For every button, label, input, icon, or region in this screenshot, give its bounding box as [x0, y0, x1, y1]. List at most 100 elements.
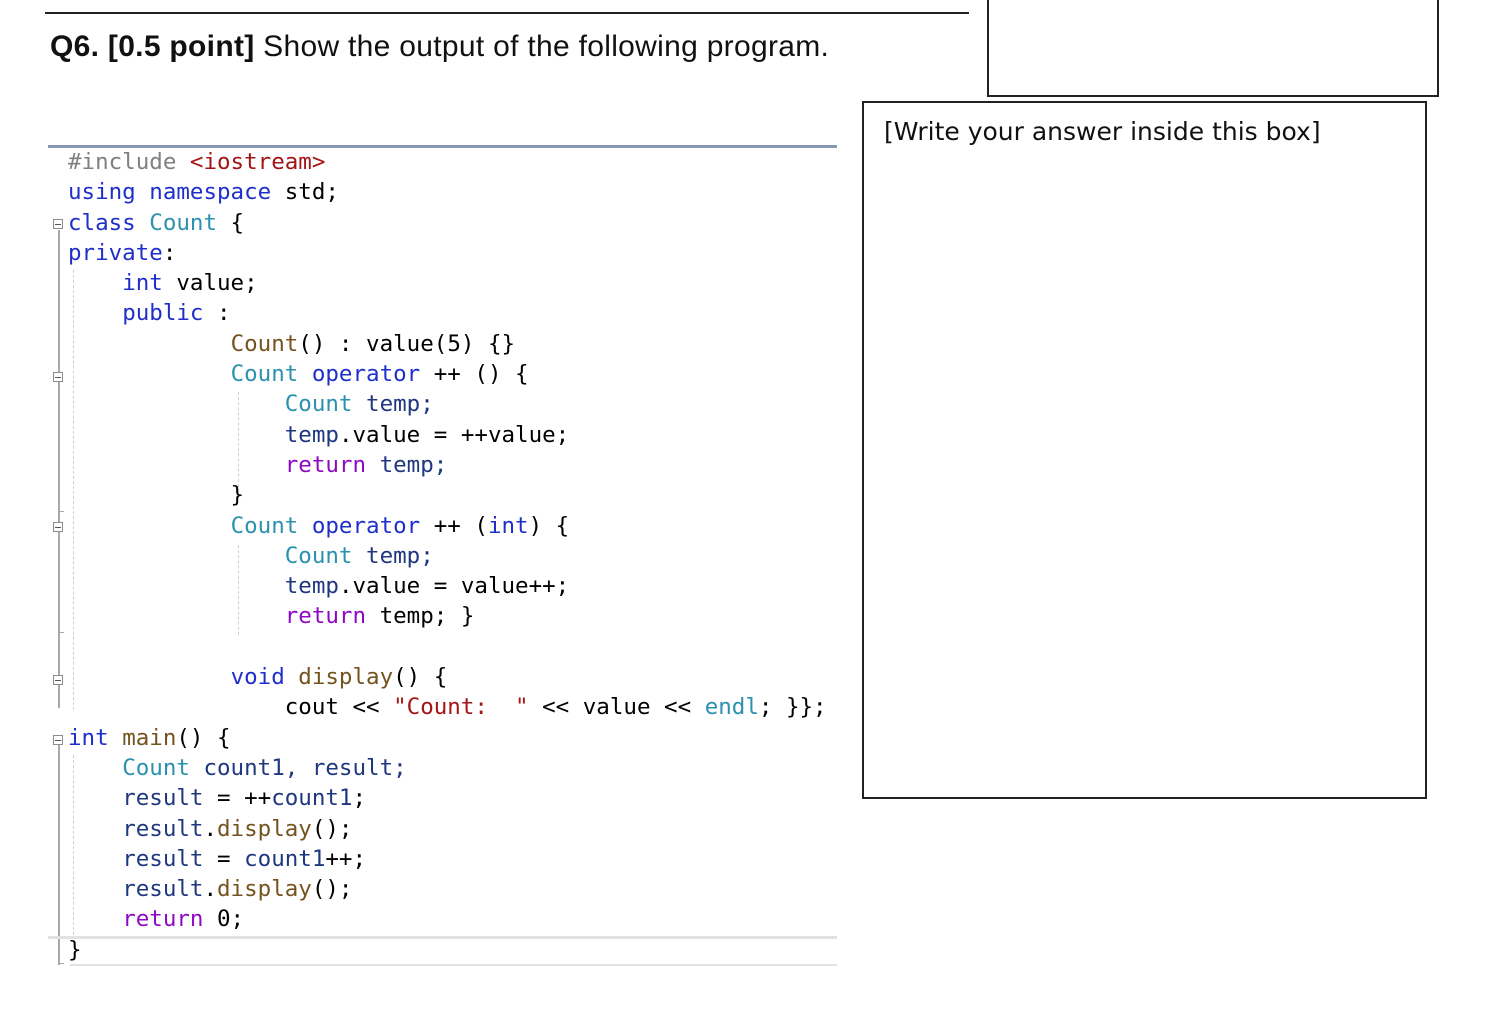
code-token: class	[68, 209, 136, 236]
code-line: class Count {	[68, 208, 827, 238]
code-token: ; }};	[758, 694, 827, 721]
code-token	[68, 785, 122, 811]
code-line: Count temp;	[68, 541, 827, 571]
code-token: Count	[284, 542, 353, 569]
code-line: }	[68, 480, 827, 510]
code-token: display	[217, 815, 312, 842]
code-token	[68, 755, 122, 781]
code-token	[68, 816, 122, 842]
indent-guide	[73, 270, 74, 710]
code-token: ;	[352, 785, 367, 812]
code-token: <iostream>	[189, 149, 326, 175]
code-top-border	[48, 145, 837, 148]
code-bottom-border-2	[70, 964, 837, 966]
question-number: Q6.	[50, 30, 100, 63]
code-token	[109, 725, 123, 751]
code-token: .value = value++;	[338, 573, 570, 600]
collapse-operator-icon[interactable]	[53, 372, 63, 382]
code-token: 0;	[203, 906, 245, 933]
answer-box[interactable]: [Write your answer inside this box]	[862, 101, 1427, 799]
code-token: Count	[122, 754, 190, 781]
code-line: public :	[68, 298, 827, 328]
code-line: temp.value = value++;	[68, 571, 827, 601]
code-token	[285, 664, 299, 690]
collapse-display-icon[interactable]	[53, 675, 63, 685]
code-token: ) {	[528, 512, 570, 539]
gutter-tick	[58, 511, 64, 512]
code-token: .	[203, 815, 218, 842]
code-token: return	[122, 906, 204, 933]
code-token: operator	[311, 512, 421, 539]
indent-guide	[73, 755, 74, 935]
collapse-operator-int-icon[interactable]	[53, 522, 63, 532]
code-token: private	[68, 239, 163, 266]
code-token: count1	[271, 785, 353, 812]
code-token: .	[203, 876, 218, 903]
code-token: =	[203, 845, 245, 872]
code-token	[68, 603, 285, 629]
question-prompt: Show the output of the following program…	[263, 30, 830, 63]
code-token: () {	[393, 664, 448, 691]
code-token: display	[217, 876, 312, 903]
code-token: (	[433, 330, 448, 357]
code-token: temp;	[352, 391, 434, 418]
code-token	[68, 846, 122, 872]
code-token: }	[68, 936, 82, 963]
code-token	[298, 513, 312, 539]
code-line: result = ++count1;	[68, 783, 827, 813]
code-token	[68, 906, 122, 932]
code-line: int main() {	[68, 723, 827, 753]
code-line: result = count1++;	[68, 844, 827, 874]
code-line: Count temp;	[68, 389, 827, 419]
collapse-class-icon[interactable]	[53, 219, 63, 229]
code-token: void	[230, 664, 285, 691]
code-token: public	[122, 300, 204, 327]
code-token: "Count: "	[393, 694, 529, 721]
code-token: temp	[284, 421, 339, 448]
code-token: {	[217, 209, 245, 236]
answer-box-label: [Write your answer inside this box]	[884, 117, 1321, 146]
upper-answer-box[interactable]	[987, 0, 1439, 97]
code-token	[68, 300, 122, 326]
code-token	[136, 179, 150, 205]
code-token: .value = ++value;	[338, 421, 570, 448]
code-token: int	[68, 724, 109, 751]
question-points: [0.5 point]	[107, 30, 255, 63]
code-line: return temp;	[68, 450, 827, 480]
code-token	[68, 422, 285, 448]
code-token: () {	[176, 724, 231, 751]
code-token	[68, 664, 231, 690]
code-token: std;	[271, 179, 339, 206]
code-bottom-border	[48, 936, 837, 939]
code-token: temp; }	[366, 603, 475, 630]
code-token: ) {}	[460, 330, 516, 357]
code-token: () :	[298, 330, 367, 357]
code-token: = ++	[203, 785, 272, 812]
gutter-tick	[58, 963, 64, 964]
code-line: temp.value = ++value;	[68, 420, 827, 450]
code-token	[68, 361, 231, 387]
code-token: Count	[230, 512, 299, 539]
code-token	[68, 452, 285, 478]
code-token: result	[122, 815, 204, 842]
code-token: }	[68, 482, 245, 509]
code-token: temp	[284, 573, 339, 600]
code-line: result.display();	[68, 814, 827, 844]
code-line: void display() {	[68, 662, 827, 692]
code-token	[68, 573, 285, 599]
code-block: #include <iostream>using namespace std;c…	[68, 147, 827, 965]
code-token	[68, 543, 285, 569]
code-token: operator	[311, 361, 421, 388]
code-token: ();	[311, 815, 353, 842]
code-token: endl	[704, 694, 759, 721]
code-token	[68, 270, 122, 296]
code-token	[68, 331, 231, 357]
gutter-outline-main	[58, 745, 60, 965]
gutter-outline-class	[58, 230, 60, 708]
code-line: result.display();	[68, 874, 827, 904]
code-token: Count	[230, 330, 299, 357]
code-line: Count count1, result;	[68, 753, 827, 783]
code-token: Count	[230, 361, 299, 388]
code-token: Count	[284, 391, 353, 418]
collapse-main-icon[interactable]	[53, 735, 63, 745]
